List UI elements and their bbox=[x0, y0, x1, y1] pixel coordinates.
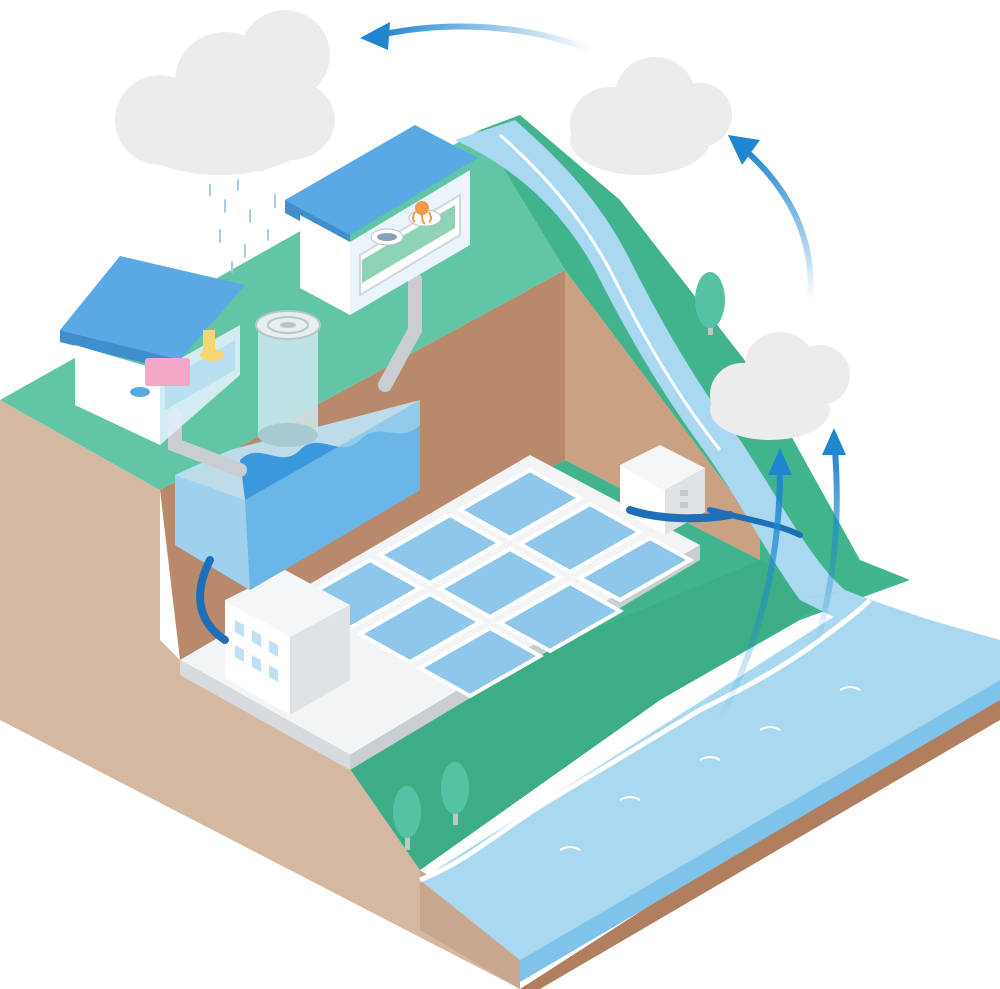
house-icon bbox=[60, 256, 245, 445]
soil-left-face bbox=[0, 400, 520, 989]
arrow-icon bbox=[728, 135, 814, 301]
tree-icon bbox=[695, 272, 725, 335]
river bbox=[419, 598, 1000, 982]
cloud-icon bbox=[710, 332, 850, 440]
shop-icon bbox=[285, 125, 478, 315]
fish-icon bbox=[370, 228, 404, 246]
cloud-icon bbox=[570, 57, 732, 175]
tree-icon bbox=[441, 762, 469, 825]
treatment-tanks bbox=[180, 455, 700, 770]
office-building bbox=[225, 570, 350, 715]
cloud-icon bbox=[115, 10, 335, 175]
toilet-icon bbox=[200, 330, 224, 361]
arrow-icon bbox=[812, 428, 846, 651]
arrow-icon bbox=[360, 22, 592, 53]
arrow-icon bbox=[717, 448, 792, 722]
octopus-icon bbox=[408, 201, 442, 227]
manhole-icon bbox=[255, 310, 321, 447]
tree-icon bbox=[393, 786, 421, 850]
soil-cut-right bbox=[565, 270, 760, 560]
reservoir bbox=[175, 400, 420, 590]
